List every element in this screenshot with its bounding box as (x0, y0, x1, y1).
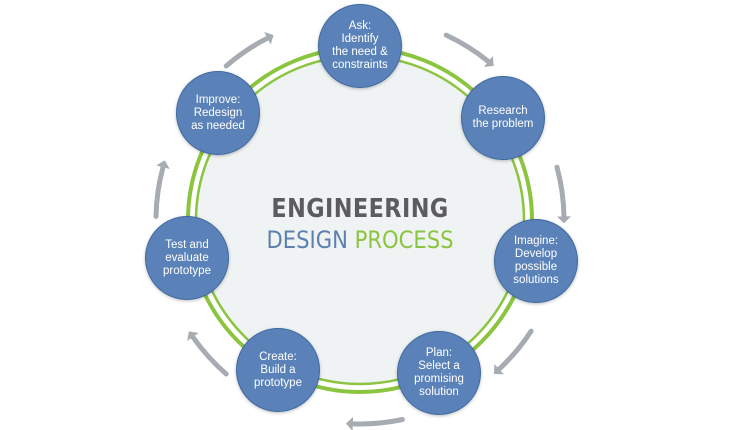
step-improve-node: Improve: Redesign as needed (176, 71, 260, 155)
step-test-node: Test and evaluate prototype (145, 216, 229, 300)
arrow-imagine-to-plan-icon (494, 328, 534, 375)
title-design-process: DESIGN PROCESS (254, 226, 465, 254)
arrow-create-to-test-icon (187, 331, 229, 377)
diagram-title: ENGINEERING DESIGN PROCESS (240, 194, 480, 254)
step-research-node: Research the problem (461, 76, 545, 160)
step-plan-node: Plan: Select a promising solution (397, 331, 481, 415)
arrow-ask-to-research-icon (443, 32, 494, 67)
step-test-label: Test and evaluate prototype (163, 238, 211, 277)
title-design-word: DESIGN (266, 226, 348, 254)
arrow-research-to-imagine-icon (554, 164, 571, 224)
step-improve-label: Improve: Redesign as needed (191, 93, 245, 132)
arrow-plan-to-create-icon (345, 416, 405, 430)
step-ask-label: Ask: Identify the need & constraints (332, 20, 388, 71)
title-process-word: PROCESS (354, 226, 454, 254)
step-imagine-label: Imagine: Develop possible solutions (513, 235, 559, 286)
arrow-test-to-improve-icon (153, 160, 170, 219)
step-research-label: Research the problem (472, 105, 534, 130)
step-plan-label: Plan: Select a promising solution (414, 347, 464, 398)
step-create-node: Create: Build a prototype (236, 328, 320, 412)
arrow-improve-to-ask-icon (223, 32, 274, 69)
step-create-label: Create: Build a prototype (254, 350, 302, 389)
step-imagine-node: Imagine: Develop possible solutions (494, 219, 578, 303)
step-ask-node: Ask: Identify the need & constraints (318, 4, 402, 88)
inner-disc (196, 56, 524, 384)
title-engineering: ENGINEERING (271, 194, 449, 224)
